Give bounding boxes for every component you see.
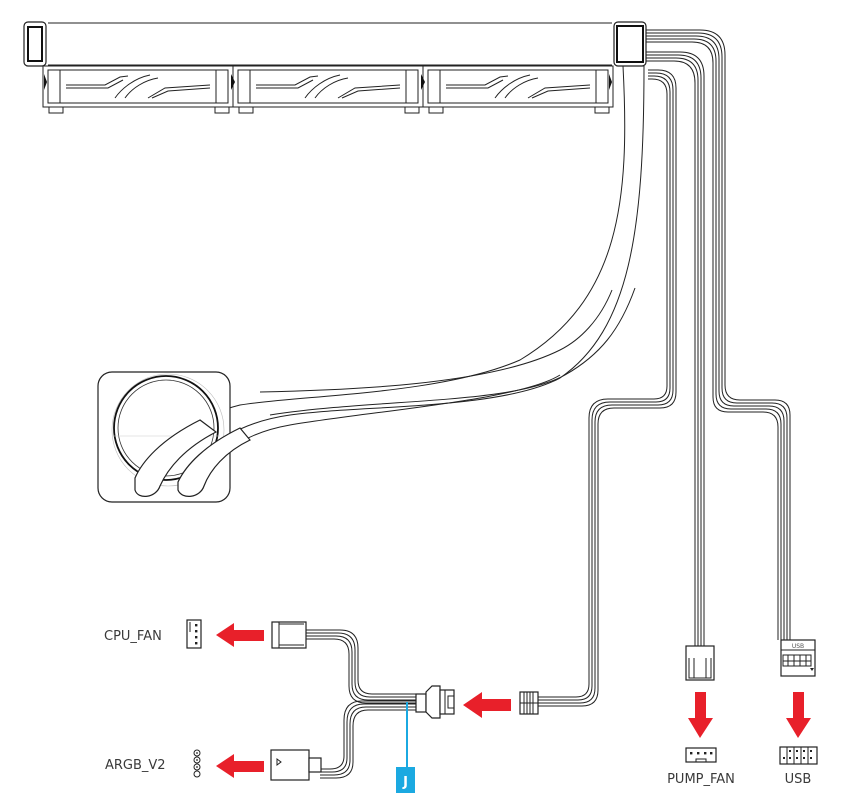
pump-fan-label: PUMP_FAN	[667, 772, 735, 787]
callout-j-label: J	[402, 775, 408, 790]
pump-block	[97, 371, 251, 503]
fan	[231, 65, 424, 114]
cable-argb-fan	[528, 69, 677, 707]
fan	[421, 65, 614, 114]
pump-fan-cable-connector	[685, 645, 715, 681]
splitter-cpu-fan-plug	[271, 621, 307, 649]
cable-usb	[646, 29, 791, 640]
usb-header-icon	[779, 746, 818, 765]
usb-cable-connector: USB	[780, 639, 816, 677]
radiator-end-cap-left	[23, 21, 47, 67]
callout-j: J	[396, 702, 415, 793]
argb-v2-header-icon	[193, 749, 201, 778]
callout-j-badge	[396, 767, 415, 793]
arrow-to-usb	[786, 692, 811, 738]
arrow-to-cpu-fan	[216, 623, 264, 647]
argb-hub-connector	[519, 691, 539, 715]
cpu-fan-label: CPU_FAN	[104, 629, 162, 644]
splitter-cable	[306, 629, 425, 779]
arrow-to-argb-v2	[216, 754, 264, 778]
argb-v2-label: ARGB_V2	[105, 758, 166, 773]
fan	[42, 65, 234, 114]
pump-fan-header-icon	[685, 747, 717, 763]
cpu-fan-header-icon	[186, 619, 202, 649]
radiator-end-cap-right	[613, 21, 647, 67]
radiator	[23, 21, 647, 114]
usb-connector-label: USB	[792, 643, 804, 650]
arrow-to-splitter	[463, 692, 511, 718]
cable-pump-fan	[646, 51, 705, 648]
arrow-to-pump-fan	[688, 692, 713, 738]
splitter-argb-plug	[270, 749, 322, 781]
usb-label: USB	[785, 772, 812, 787]
splitter-input-housing	[415, 685, 455, 719]
